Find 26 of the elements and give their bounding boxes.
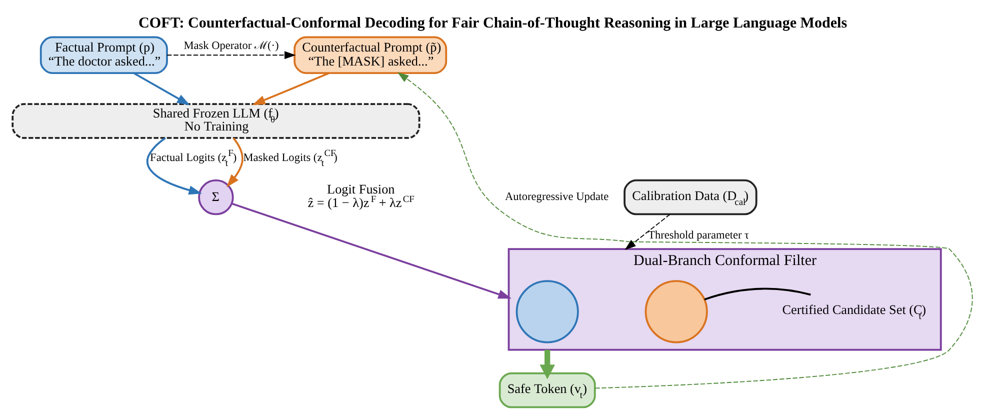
arrow [232, 202, 512, 299]
node-box: Shared Frozen LLM (f$_{θ}$) No Training [12, 103, 420, 139]
node-label: Logit Fusion [327, 182, 395, 197]
diagram-title: COFT: Counterfactual-Conformal Decoding for Fair Chain-of-Thought Reasoning in Large Language Models [138, 16, 848, 32]
edge-label: Mask Operator ℳ(·) [184, 40, 279, 52]
arrow [146, 137, 202, 195]
connector [704, 288, 811, 300]
node-circle [516, 280, 579, 344]
node-circle: Σ [198, 179, 234, 216]
arrow [397, 72, 973, 389]
node-text: Certified Candidate Set (C$_{t}$) [782, 302, 926, 322]
node-box: Safe Token (v$_{t}$) [498, 372, 596, 408]
arrow [133, 72, 190, 106]
edge-label: Threshold parameter τ [648, 229, 750, 242]
edge-label: Masked Logits (z$_{t}$$^{CF}$) [243, 149, 338, 170]
node-box: Counterfactual Prompt (p̃) “The [MASK] asked...” [294, 36, 448, 74]
arrow [252, 72, 330, 106]
arrow [540, 350, 555, 380]
node-box: Factual Prompt (p) “The doctor asked...” [40, 36, 168, 74]
node-box: Calibration Data (D$_{cal}$) [624, 179, 758, 216]
edge-label: Autoregressive Update [504, 191, 609, 204]
arrow [166, 51, 296, 60]
arrow [624, 214, 670, 250]
edge-label: Factual Logits (z$_{t}$$^{F}$) [150, 149, 237, 170]
arrow [226, 138, 244, 188]
node-circle [644, 280, 708, 344]
